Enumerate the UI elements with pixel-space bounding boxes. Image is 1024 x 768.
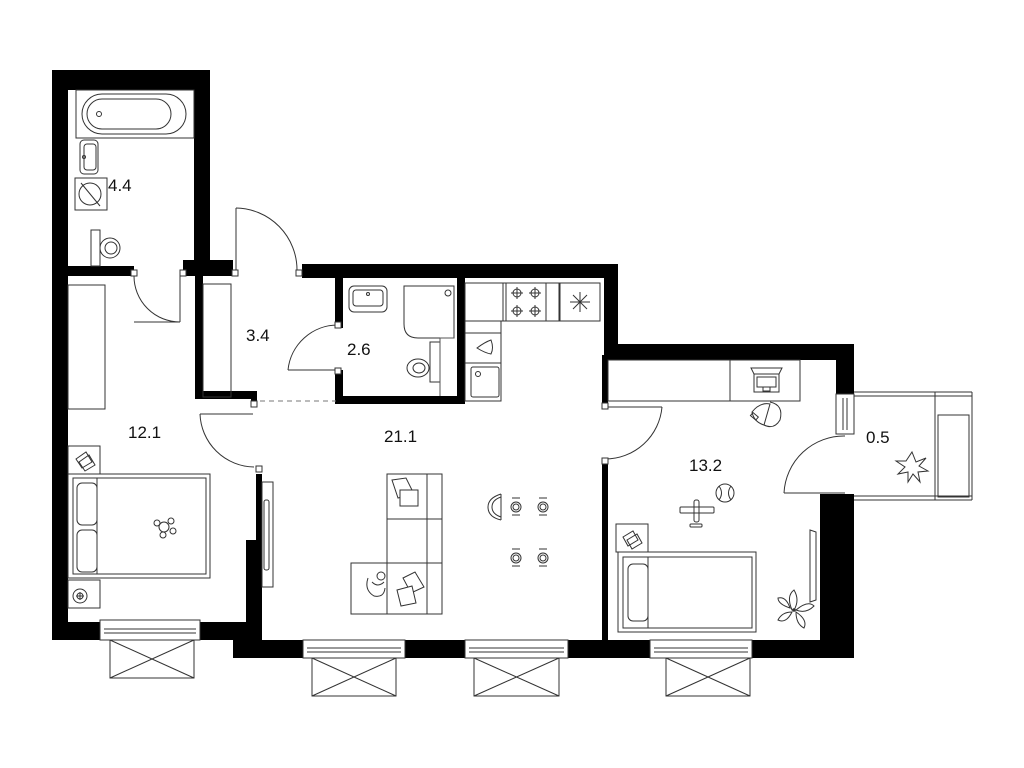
- door-icon: [130, 269, 187, 323]
- wardrobe-icon: [67, 284, 106, 410]
- kids-room-fixtures: [607, 359, 817, 633]
- window-icon: [649, 639, 753, 697]
- window-icon: [99, 619, 201, 679]
- washing-machine-icon: [74, 177, 108, 211]
- door-icon: [231, 207, 303, 277]
- corner-sofa-icon: [350, 473, 443, 615]
- office-chair-icon: [749, 401, 782, 428]
- cushion-icon: [391, 477, 419, 507]
- room-area-shower-room: 2.6: [347, 340, 371, 359]
- shower-tray-icon: [403, 285, 455, 339]
- room-area-balcony: 0.5: [866, 428, 890, 447]
- hallway-fixtures: [202, 283, 232, 398]
- window-icon: [464, 639, 569, 697]
- door-icon: [601, 402, 663, 465]
- nightstand-icon: [615, 523, 649, 553]
- balcony-fixtures: [854, 391, 973, 501]
- walls: [52, 70, 854, 658]
- room-area-kids-room: 13.2: [689, 456, 723, 475]
- desk-icon: [607, 359, 801, 402]
- door-icon: [199, 400, 263, 473]
- kitchen-sink-icon: [464, 332, 502, 364]
- toy-plane-icon: [679, 499, 715, 528]
- doors: [130, 207, 846, 494]
- place-setting-icon: [510, 548, 522, 567]
- dishwasher-icon: [464, 362, 502, 402]
- tv-icon: [261, 481, 274, 588]
- stove-icon: [505, 282, 547, 322]
- room-area-bathroom: 4.4: [108, 176, 132, 195]
- plant-icon: [777, 589, 815, 629]
- bathroom-fixtures: [74, 89, 195, 267]
- door-icon: [783, 435, 846, 494]
- bedroom-fixtures: [67, 284, 274, 609]
- windows: [99, 393, 855, 697]
- single-bed-icon: [617, 551, 757, 633]
- bathtub-icon: [75, 89, 195, 139]
- laptop-icon: [750, 367, 783, 393]
- door-icon: [287, 321, 342, 375]
- nightstand-icon: [67, 445, 101, 475]
- tv-icon: [809, 529, 817, 603]
- toilet-icon: [90, 229, 121, 267]
- cushion-icon: [396, 571, 425, 607]
- place-setting-icon: [510, 497, 522, 516]
- room-area-living-kitchen: 21.1: [384, 427, 418, 446]
- window-icon: [835, 393, 855, 435]
- place-setting-icon: [537, 497, 549, 516]
- double-bed-icon: [67, 473, 211, 579]
- toilet-icon: [406, 337, 454, 396]
- washbasin-icon: [79, 139, 99, 175]
- balcony-storage-icon: [937, 414, 970, 498]
- ball-icon: [715, 483, 735, 503]
- place-setting-icon: [537, 548, 549, 567]
- kitchen-fixtures: [464, 282, 601, 402]
- plant-icon: [894, 450, 930, 484]
- chair-icon: [487, 493, 502, 521]
- shower-room-fixtures: [348, 285, 455, 396]
- cat-icon: [366, 571, 386, 597]
- living-room-fixtures: [350, 473, 549, 615]
- lamp-icon: [67, 579, 101, 609]
- fridge-icon: [559, 282, 601, 322]
- window-icon: [302, 639, 406, 697]
- wardrobe-icon: [202, 283, 232, 398]
- room-area-hallway: 3.4: [246, 326, 270, 345]
- washbasin-icon: [348, 285, 388, 313]
- balcony-outline: [854, 391, 973, 501]
- room-area-bedroom: 12.1: [128, 423, 162, 442]
- dog-icon: [153, 517, 177, 539]
